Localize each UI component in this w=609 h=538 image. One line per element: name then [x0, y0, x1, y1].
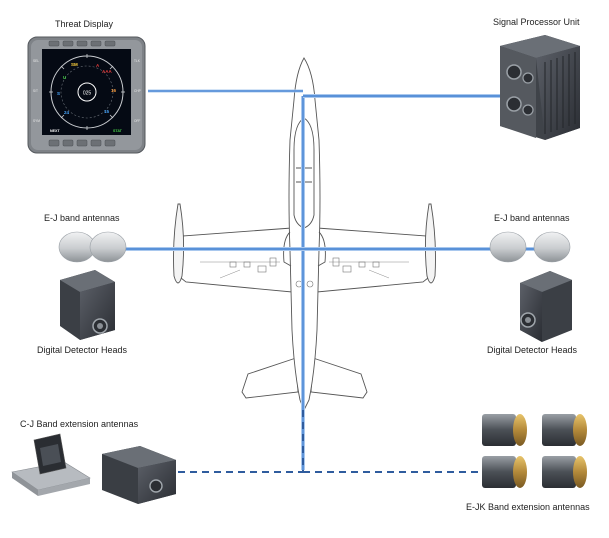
display-side-key-label: S/T — [33, 89, 38, 93]
ejk-antenna-cylinder — [542, 456, 587, 488]
ejk-antenna-cylinder — [482, 414, 527, 446]
signal-processor-unit — [500, 35, 580, 140]
threat-symbol: 24 — [64, 110, 70, 115]
ejk-antenna-cylinder — [542, 414, 587, 446]
ejk-band-extension-label: E-JK Band extension antennas — [466, 502, 590, 512]
threat-symbol: AAA — [102, 69, 112, 74]
display-stat-key-label: STAT — [113, 129, 123, 133]
threat-symbol: U — [63, 75, 66, 80]
data-link-lines — [70, 89, 540, 470]
display-side-key-label: SEL — [33, 59, 39, 63]
threat-symbol: 16 — [111, 88, 117, 93]
display-next-key-label: NEXT — [50, 129, 60, 133]
extension-dashed-lines — [178, 410, 480, 473]
threat-symbol: S — [57, 91, 60, 96]
ej-band-antennas-right-label: E-J band antennas — [494, 213, 570, 223]
cj-band-extension-antenna — [11, 433, 91, 496]
display-side-key-label: CHP — [134, 89, 141, 93]
threat-display: 025 SM A AAA 16 U S 24 15 SEL S/T SYM TL… — [27, 36, 146, 154]
display-side-key-label: OFF — [134, 119, 140, 123]
display-side-key-label: TLK — [134, 59, 141, 63]
ej-band-antennas-left-label: E-J band antennas — [44, 213, 120, 223]
threat-symbol: 15 — [104, 109, 110, 114]
ejk-antenna-cylinder — [482, 456, 527, 488]
ej-band-antenna-left — [58, 231, 127, 263]
wing-details — [229, 257, 380, 288]
digital-detector-head-left — [60, 270, 115, 340]
ej-band-antenna-right — [489, 231, 571, 263]
digital-detector-heads-right-label: Digital Detector Heads — [487, 345, 578, 355]
digital-detector-heads-left-label: Digital Detector Heads — [37, 345, 128, 355]
threat-display-center-readout: 025 — [83, 91, 92, 97]
threat-symbol: SM — [71, 62, 78, 67]
threat-symbol: A — [96, 63, 100, 68]
signal-processor-label: Signal Processor Unit — [493, 17, 580, 27]
threat-display-label: Threat Display — [55, 19, 114, 29]
threat-display-screen — [42, 49, 131, 135]
cj-band-extension-label: C-J Band extension antennas — [20, 419, 139, 429]
display-side-key-label: SYM — [33, 119, 40, 123]
digital-detector-head-right — [520, 271, 572, 342]
cj-band-extension-unit — [102, 446, 176, 504]
ejk-band-extension-antenna-group — [482, 414, 587, 488]
